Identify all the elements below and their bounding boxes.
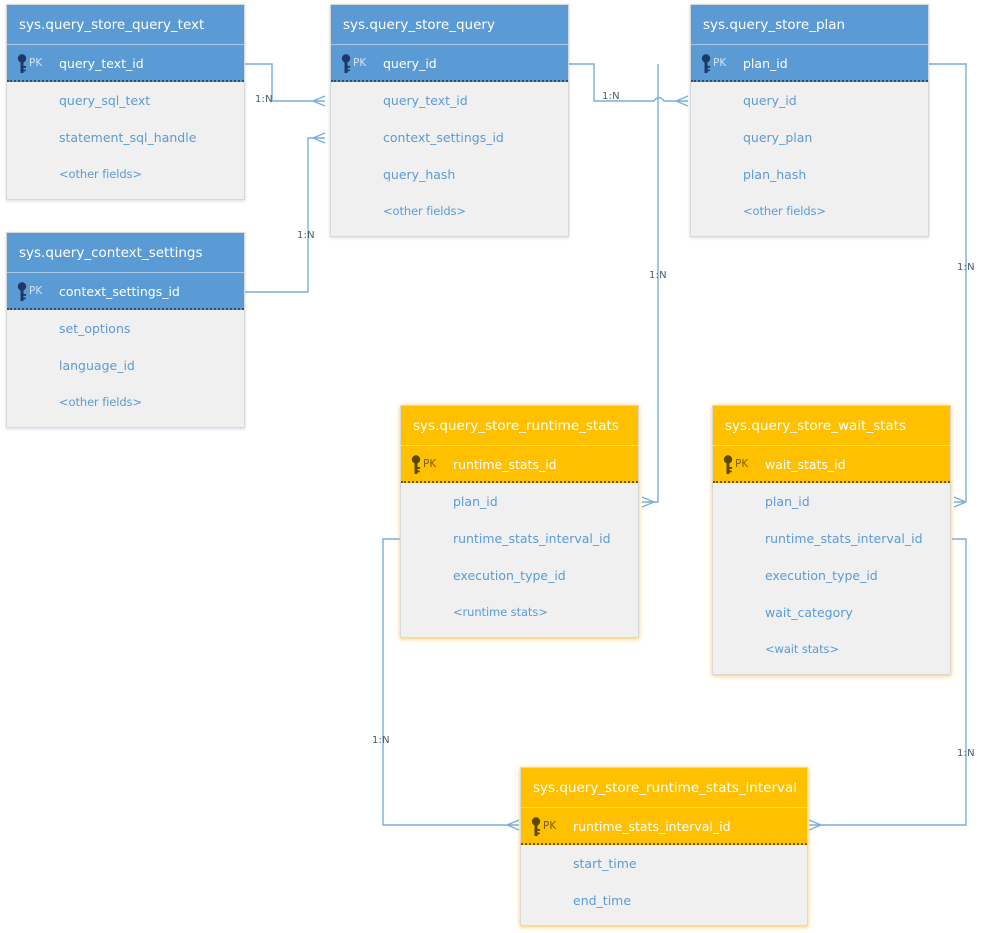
entity-field: query_id (743, 93, 797, 108)
entity-field: runtime_stats_interval_id (765, 531, 923, 546)
entity-field: <other fields> (383, 204, 466, 218)
crowfoot-context-to-query (312, 132, 326, 144)
entity-field: <wait stats> (765, 642, 839, 656)
crowfoot-query-to-plan (675, 95, 689, 107)
entity-field: query_sql_text (59, 93, 151, 108)
key-icon (723, 455, 733, 474)
entity-query-store-plan[interactable]: sys.query_store_plan PK plan_id query_id… (690, 4, 929, 237)
entity-field: end_time (573, 893, 632, 908)
entity-query-store-runtime-stats-interval[interactable]: sys.query_store_runtime_stats_interval P… (520, 767, 808, 926)
entity-field: query_plan (743, 130, 813, 145)
entity-field: plan_id (453, 494, 498, 509)
entity-pk-row[interactable]: PK plan_id (691, 45, 928, 82)
entity-field: execution_type_id (765, 568, 878, 583)
rel-label-query-to-plan: 1:N (602, 91, 620, 102)
entity-query-store-query-text[interactable]: sys.query_store_query_text PK query_text… (6, 4, 245, 200)
entity-title: sys.query_store_query_text (7, 5, 244, 45)
crowfoot-interval-to-wait (808, 819, 822, 831)
pk-field-name: query_text_id (59, 56, 144, 71)
entity-query-store-runtime-stats[interactable]: sys.query_store_runtime_stats PK runtime… (400, 405, 639, 638)
entity-query-store-wait-stats[interactable]: sys.query_store_wait_stats PK wait_stats… (712, 405, 951, 675)
entity-pk-row[interactable]: PK runtime_stats_id (401, 446, 638, 483)
entity-title: sys.query_store_runtime_stats_interval (521, 768, 807, 808)
pk-field-name: runtime_stats_interval_id (573, 819, 731, 834)
entity-field: <runtime stats> (453, 605, 548, 619)
entity-field: plan_id (765, 494, 810, 509)
rel-label-interval-to-runtime: 1:N (372, 735, 390, 746)
pk-field-name: query_id (383, 56, 437, 71)
entity-field: language_id (59, 358, 135, 373)
pk-field-name: runtime_stats_id (453, 457, 557, 472)
rel-label-plan-to-wait: 1:N (957, 262, 975, 273)
entity-fields: start_time end_time (521, 845, 807, 925)
crowfoot-plan-to-wait (953, 496, 967, 508)
entity-pk-row[interactable]: PK query_id (331, 45, 568, 82)
entity-pk-row[interactable]: PK wait_stats_id (713, 446, 950, 483)
entity-field: statement_sql_handle (59, 130, 197, 145)
entity-field: runtime_stats_interval_id (453, 531, 611, 546)
entity-field: <other fields> (743, 204, 826, 218)
rel-label-plan-to-runtime: 1:N (649, 270, 667, 281)
entity-title: sys.query_store_wait_stats (713, 406, 950, 446)
entity-fields: query_text_id context_settings_id query_… (331, 82, 568, 236)
entity-query-store-query[interactable]: sys.query_store_query PK query_id query_… (330, 4, 569, 237)
connector-context-to-query (245, 137, 313, 293)
crowfoot-text-to-query (312, 95, 326, 107)
entity-fields: set_options language_id <other fields> (7, 310, 244, 427)
key-icon (701, 54, 711, 73)
key-icon (17, 54, 27, 73)
entity-field: plan_hash (743, 167, 807, 182)
key-icon (341, 54, 351, 73)
entity-title: sys.query_store_runtime_stats (401, 406, 638, 446)
entity-fields: plan_id runtime_stats_interval_id execut… (713, 483, 950, 674)
rel-label-context-to-query: 1:N (297, 230, 315, 241)
key-icon (411, 455, 421, 474)
entity-fields: query_sql_text statement_sql_handle <oth… (7, 82, 244, 199)
entity-field: query_hash (383, 167, 456, 182)
pk-tag: PK (353, 57, 367, 69)
entity-title: sys.query_store_plan (691, 5, 928, 45)
entity-title: sys.query_context_settings (7, 233, 244, 273)
pk-tag: PK (29, 57, 43, 69)
pk-tag: PK (423, 458, 437, 470)
entity-field: execution_type_id (453, 568, 566, 583)
connector-query-to-plan-jump (653, 96, 676, 102)
pk-field-name: context_settings_id (59, 284, 180, 299)
entity-field: <other fields> (59, 167, 142, 181)
pk-tag: PK (543, 820, 557, 832)
entity-pk-row[interactable]: PK context_settings_id (7, 273, 244, 310)
entity-query-context-settings[interactable]: sys.query_context_settings PK context_se… (6, 232, 245, 428)
pk-field-name: plan_id (743, 56, 788, 71)
entity-title: sys.query_store_query (331, 5, 568, 45)
entity-fields: query_id query_plan plan_hash <other fie… (691, 82, 928, 236)
entity-pk-row[interactable]: PK runtime_stats_interval_id (521, 808, 807, 845)
crowfoot-plan-to-runtime (641, 496, 655, 508)
entity-field: start_time (573, 856, 637, 871)
connector-plan-to-runtime (654, 64, 659, 503)
pk-tag: PK (713, 57, 727, 69)
rel-label-text-to-query: 1:N (255, 94, 273, 105)
pk-tag: PK (29, 285, 43, 297)
key-icon (17, 282, 27, 301)
entity-pk-row[interactable]: PK query_text_id (7, 45, 244, 82)
entity-field: query_text_id (383, 93, 468, 108)
pk-field-name: wait_stats_id (765, 457, 846, 472)
entity-field: set_options (59, 321, 131, 336)
pk-tag: PK (735, 458, 749, 470)
key-icon (531, 817, 541, 836)
rel-label-interval-to-wait: 1:N (957, 748, 975, 759)
entity-field: context_settings_id (383, 130, 504, 145)
crowfoot-interval-to-runtime (506, 819, 520, 831)
entity-field: <other fields> (59, 395, 142, 409)
entity-fields: plan_id runtime_stats_interval_id execut… (401, 483, 638, 637)
entity-field: wait_category (765, 605, 853, 620)
